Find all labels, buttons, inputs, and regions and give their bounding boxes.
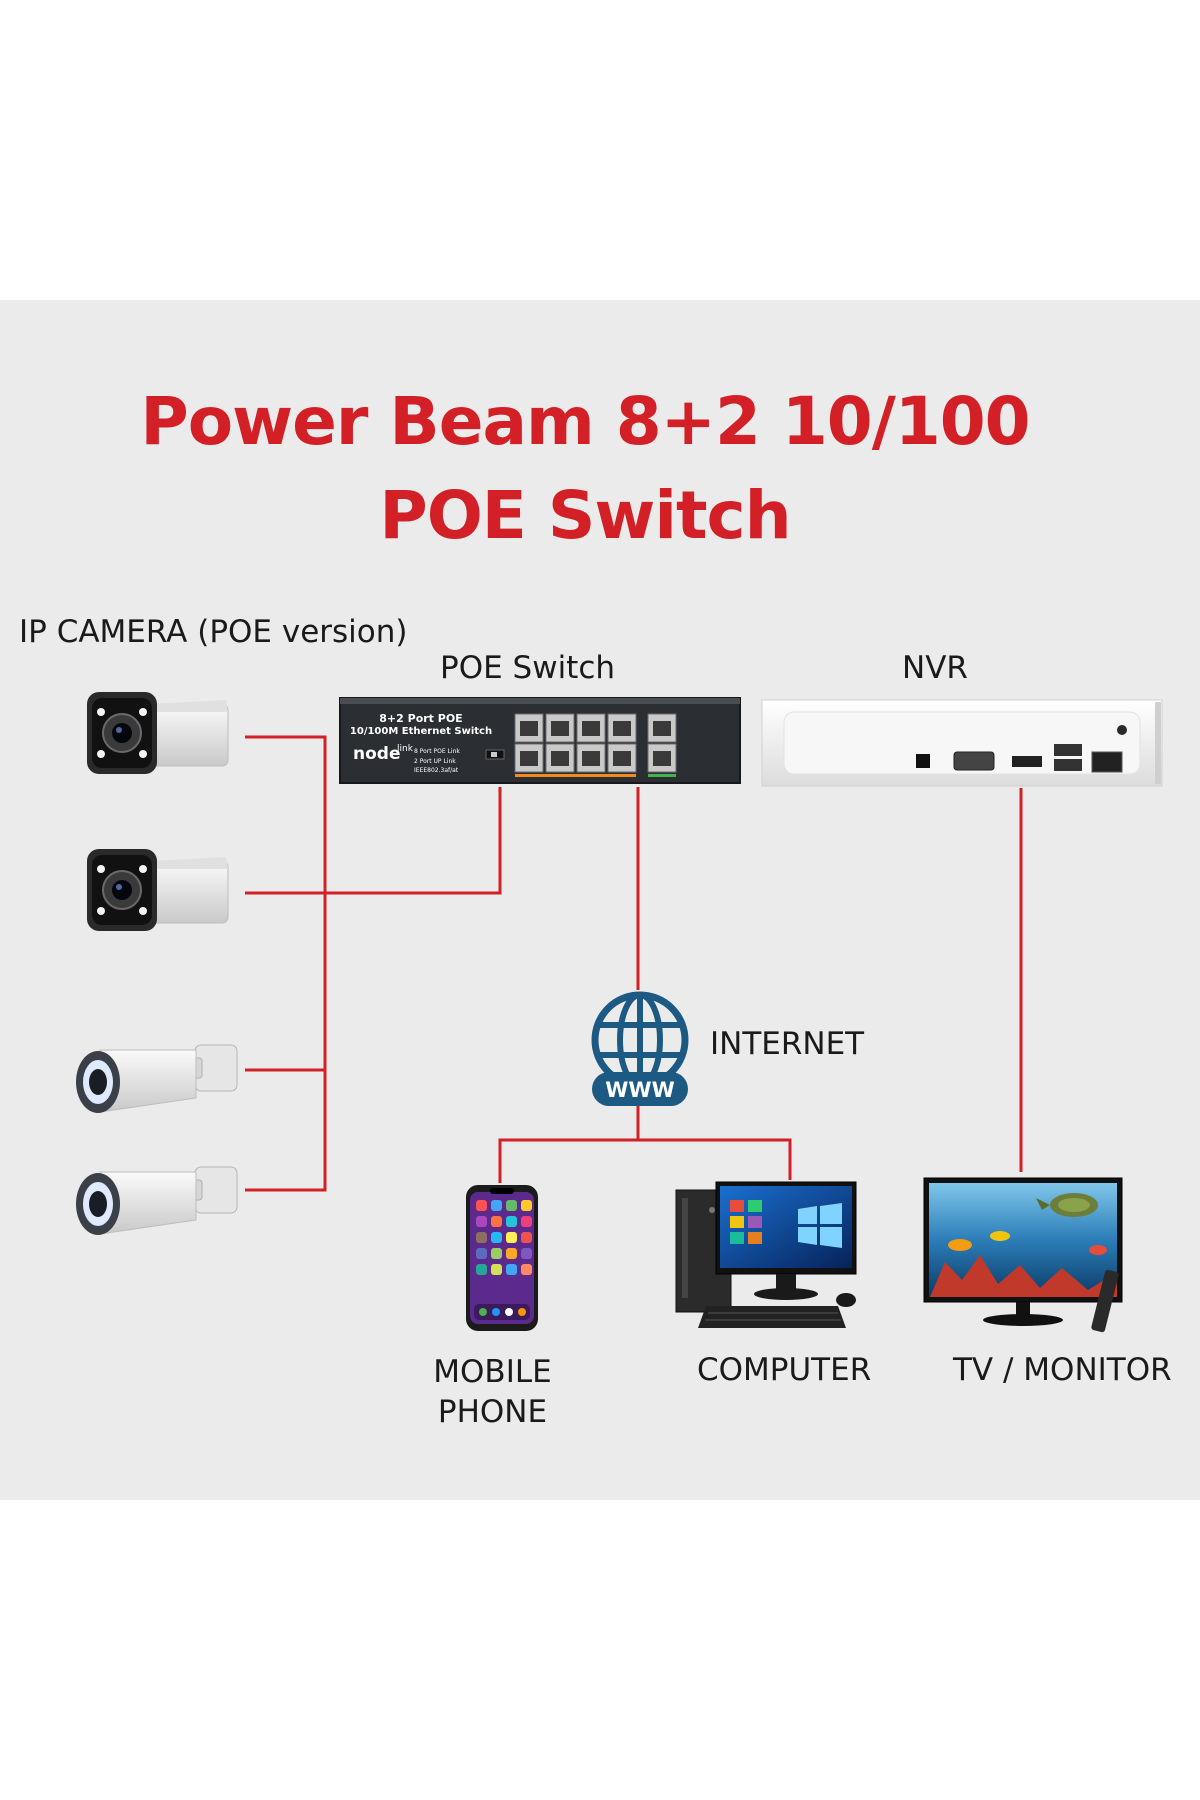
mobile-phone-icon <box>466 1185 538 1331</box>
computer-label: COMPUTER <box>697 1352 872 1388</box>
internet-label: INTERNET <box>710 1026 865 1062</box>
switch-spec-2: 2 Port UP Link <box>414 758 456 765</box>
switch-text-line-2: 10/100M Ethernet Switch <box>350 726 492 737</box>
switch-spec-3: IEEE802.3af/at <box>414 767 459 774</box>
globe-www-text: WWW <box>605 1078 675 1102</box>
page-title: Power Beam 8+2 10/100 POE Switch <box>0 375 1170 563</box>
tv-monitor-label: TV / MONITOR <box>953 1352 1172 1388</box>
mobile-phone-label: MOBILE PHONE <box>410 1352 575 1432</box>
box-camera-2 <box>87 849 229 931</box>
nvr-label: NVR <box>902 650 968 686</box>
bullet-camera-1 <box>76 1044 238 1113</box>
poe-switch-device: 8+2 Port POE 10/100M Ethernet Switch nod… <box>339 697 741 784</box>
computer-icon <box>675 1181 857 1328</box>
poe-ports <box>514 713 677 773</box>
switch-brand: node <box>353 744 400 764</box>
box-camera-1 <box>87 692 229 774</box>
nvr-device <box>761 699 1163 787</box>
switch-text-line-1: 8+2 Port POE <box>379 712 462 725</box>
camera-bus-line <box>245 735 327 1192</box>
poe-switch-label: POE Switch <box>440 650 616 686</box>
title-line-2: POE Switch <box>379 477 791 554</box>
tv-monitor-icon <box>923 1177 1123 1333</box>
bullet-camera-2 <box>76 1166 238 1235</box>
internet-branch-link <box>498 1138 792 1183</box>
camera-2-to-switch-link <box>245 787 502 895</box>
mobile-label-line-1: MOBILE <box>433 1354 552 1390</box>
switch-brand-suffix: link <box>397 744 414 754</box>
title-line-1: Power Beam 8+2 10/100 <box>140 383 1030 460</box>
mobile-label-line-2: PHONE <box>437 1394 548 1430</box>
ip-camera-label: IP CAMERA (POE version) <box>19 614 408 650</box>
connection-lines <box>245 735 1023 1192</box>
globe-icon: WWW <box>591 991 689 1106</box>
switch-spec-1: 8 Port POE Link <box>414 748 460 755</box>
